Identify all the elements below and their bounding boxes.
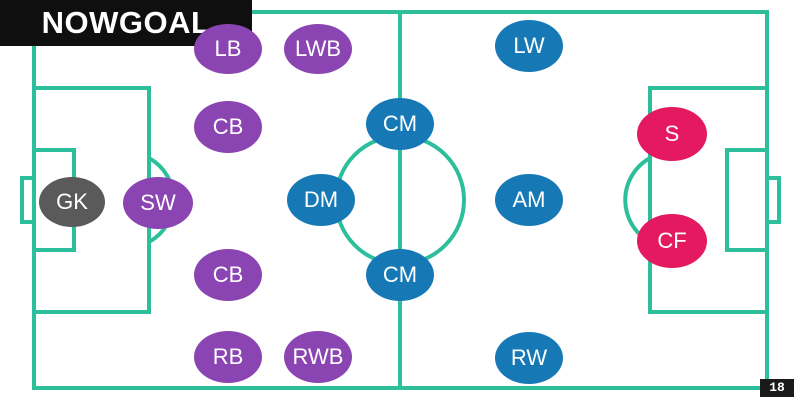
player-dm: DM xyxy=(287,174,355,226)
right-goal xyxy=(765,176,781,224)
player-label: LB xyxy=(214,36,242,61)
player-am: AM xyxy=(495,174,563,226)
player-label: RB xyxy=(212,344,244,369)
player-sw: SW xyxy=(123,177,193,229)
player-label: DM xyxy=(303,187,339,212)
player-label: AM xyxy=(512,187,546,212)
player-cm-top: CM xyxy=(366,98,434,150)
player-rw: RW xyxy=(495,332,563,384)
player-label: LWB xyxy=(294,36,342,61)
player-lwb: LWB xyxy=(284,24,352,74)
player-rwb: RWB xyxy=(284,331,352,383)
player-label: LW xyxy=(513,33,545,58)
player-cb-bottom: CB xyxy=(194,249,262,301)
right-goal-area xyxy=(725,148,769,252)
player-label: CF xyxy=(657,228,687,253)
left-goal xyxy=(20,176,36,224)
player-label: S xyxy=(664,121,680,146)
corner-watermark: 18 xyxy=(760,379,794,397)
player-lb: LB xyxy=(194,24,262,74)
player-cb-top: CB xyxy=(194,101,262,153)
player-label: GK xyxy=(56,189,88,214)
player-rb: RB xyxy=(194,331,262,383)
player-lw: LW xyxy=(495,20,563,72)
player-label: CB xyxy=(212,114,244,139)
player-label: RW xyxy=(510,345,548,370)
player-label: CB xyxy=(212,262,244,287)
player-label: CM xyxy=(382,262,418,287)
player-label: CM xyxy=(382,111,418,136)
player-s: S xyxy=(637,107,707,161)
player-gk: GK xyxy=(39,177,105,227)
player-cm-bottom: CM xyxy=(366,249,434,301)
player-label: RWB xyxy=(292,344,344,369)
player-cf: CF xyxy=(637,214,707,268)
player-label: SW xyxy=(140,190,176,215)
